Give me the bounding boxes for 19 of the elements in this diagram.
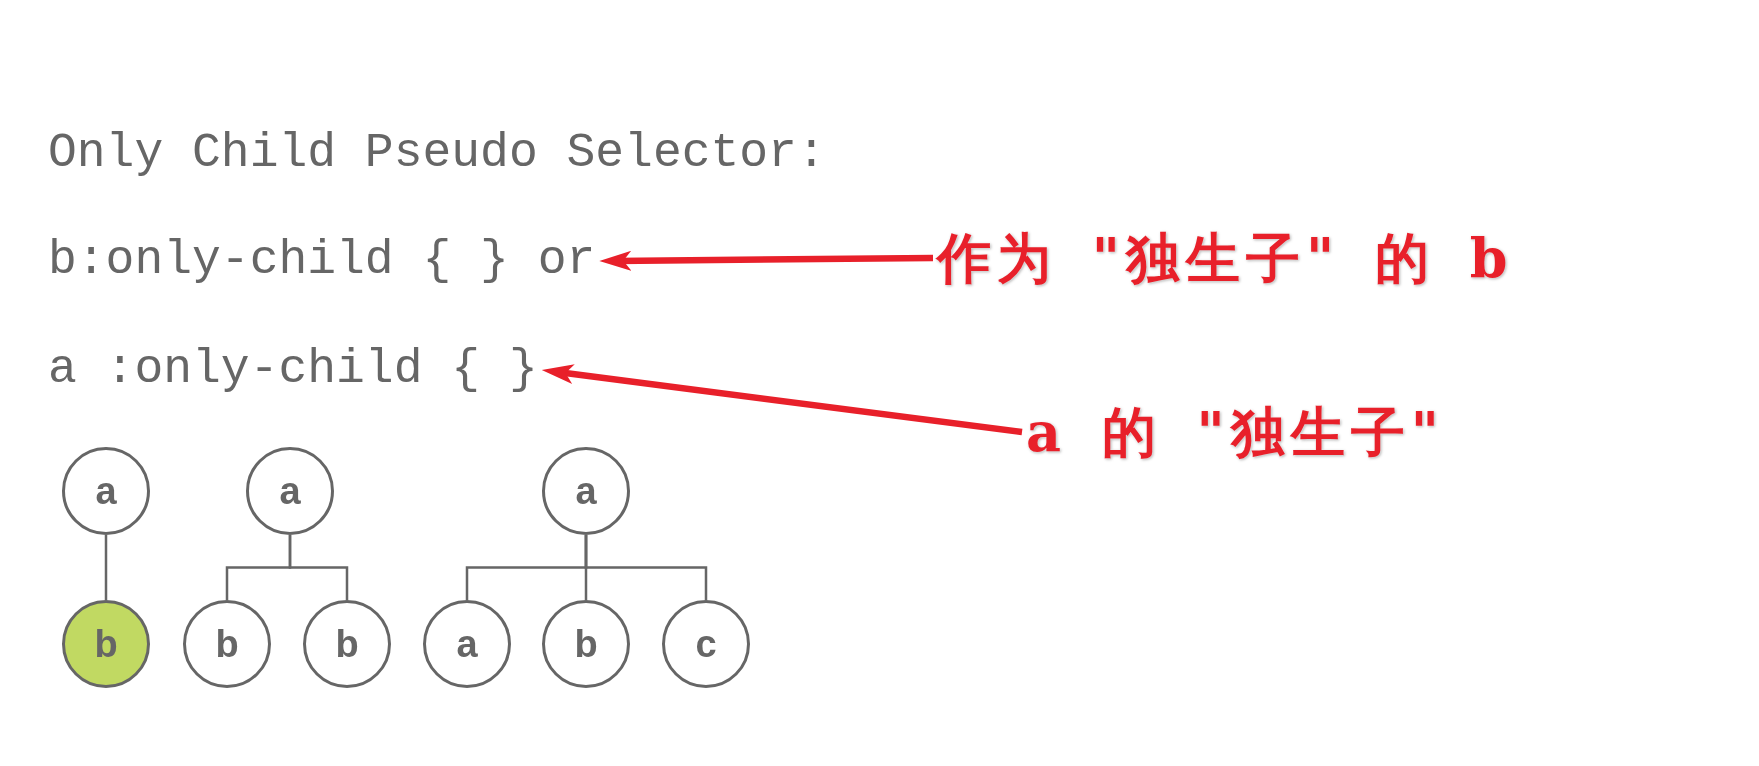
connector-line bbox=[584, 535, 708, 600]
connector-line bbox=[104, 535, 108, 600]
node-circle: a bbox=[246, 447, 334, 535]
node-circle: c bbox=[662, 600, 750, 688]
annotation-label: 作为 "独生子" 的 b bbox=[937, 226, 1514, 290]
connector-line bbox=[288, 535, 349, 600]
arrow bbox=[541, 364, 1023, 436]
node-circle: b bbox=[542, 600, 630, 688]
annotation-label: a 的 "独生子" bbox=[1026, 400, 1445, 464]
node-circle: a bbox=[423, 600, 511, 688]
node-circle: a bbox=[542, 447, 630, 535]
node-circle: a bbox=[62, 447, 150, 535]
title: Only Child Pseudo Selector: bbox=[48, 126, 826, 182]
arrow bbox=[599, 250, 934, 271]
node-circle: b bbox=[183, 600, 271, 688]
node-circle: b bbox=[62, 600, 150, 688]
code-line: a :only-child { } bbox=[48, 342, 538, 398]
node-circle: b bbox=[303, 600, 391, 688]
code-line: b:only-child { } or bbox=[48, 233, 596, 289]
